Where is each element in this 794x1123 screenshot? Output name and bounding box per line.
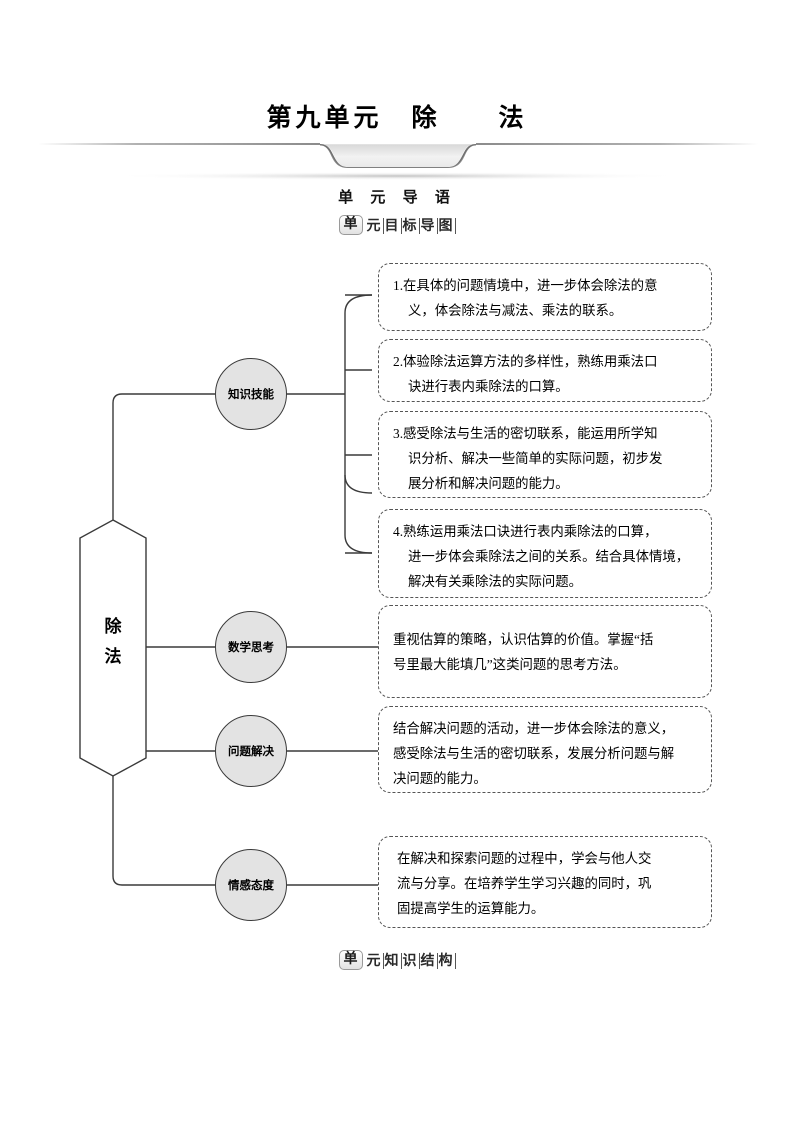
goal-box-3-line-3: 展分析和解决问题的能力。 [408, 476, 569, 491]
goal-box-7-line-1: 在解决和探索问题的过程中，学会与他人交 [397, 851, 652, 866]
tag-char: 知 [383, 953, 402, 969]
goal-box-5-line-1: 重视估算的策略，认识估算的价值。掌握“括 [393, 632, 654, 647]
branch-node-knowledge-skill[interactable]: 知识技能 [215, 358, 287, 430]
tag-char: 目 [383, 218, 402, 234]
goal-box-7-line-3: 固提高学生的运算能力。 [397, 901, 545, 916]
tag-char: 图 [437, 218, 456, 234]
goal-box-2: 2.体验除法运算方法的多样性，熟练用乘法口 诀进行表内乘除法的口算。 [378, 339, 712, 402]
branch-node-math-thinking[interactable]: 数学思考 [215, 611, 287, 683]
page-title: 第九单元 除 法 [266, 103, 528, 132]
goal-box-1: 1.在具体的问题情境中，进一步体会除法的意 义，体会除法与减法、乘法的联系。 [378, 263, 712, 331]
root-label-line-1: 除 [104, 617, 122, 637]
goal-box-7: 在解决和探索问题的过程中，学会与他人交 流与分享。在培养学生学习兴趣的同时，巩 … [378, 836, 712, 928]
goal-box-6-line-3: 决问题的能力。 [393, 771, 487, 786]
goal-box-6-line-2: 感受除法与生活的密切联系，发展分析问题与解 [393, 746, 675, 761]
tag-char: 元 [365, 218, 384, 234]
tag-unit-goal-map: 单 元目标导图 [0, 215, 794, 235]
tag-char: 识 [401, 953, 420, 969]
root-label-line-2: 法 [104, 647, 122, 667]
goal-box-6: 结合解决问题的活动，进一步体会除法的意义， 感受除法与生活的密切联系，发展分析问… [378, 706, 712, 793]
tag-char: 导 [419, 218, 438, 234]
goal-box-4-line-3: 解决有关乘除法的实际问题。 [408, 574, 583, 589]
goal-box-4-line-1: 4.熟练运用乘法口诀进行表内乘除法的口算， [393, 524, 658, 539]
branch-node-problem-solving[interactable]: 问题解决 [215, 715, 287, 787]
goal-box-3-line-2: 识分析、解决一些简单的实际问题，初步发 [408, 451, 663, 466]
decorative-ribbon [0, 140, 794, 190]
goal-box-3-line-1: 3.感受除法与生活的密切联系，能运用所学知 [393, 426, 658, 441]
tag-unit-knowledge-structure: 单 元知识结构 [0, 950, 794, 970]
goal-box-5: 重视估算的策略，认识估算的价值。掌握“括 号里最大能填几”这类问题的思考方法。 [378, 605, 712, 698]
goal-box-1-line-1: 1.在具体的问题情境中，进一步体会除法的意 [393, 278, 658, 293]
root-node-label: 除 法 [80, 612, 146, 672]
section-subtitle: 单 元 导 语 [338, 188, 456, 206]
goal-box-4: 4.熟练运用乘法口诀进行表内乘除法的口算， 进一步体会乘除法之间的关系。结合具体… [378, 509, 712, 598]
tag-rest-chars: 元目标导图 [365, 215, 456, 235]
branch-node-emotion-attitude[interactable]: 情感态度 [215, 849, 287, 921]
goal-box-1-line-2: 义，体会除法与减法、乘法的联系。 [408, 303, 623, 318]
tag-lead-char: 单 [338, 215, 363, 235]
goal-box-4-line-2: 进一步体会乘除法之间的关系。结合具体情境， [408, 549, 690, 564]
goal-box-3: 3.感受除法与生活的密切联系，能运用所学知 识分析、解决一些简单的实际问题，初步… [378, 411, 712, 498]
tag-char: 构 [437, 953, 456, 969]
tag-lead-char: 单 [338, 950, 363, 970]
goal-box-7-line-2: 流与分享。在培养学生学习兴趣的同时，巩 [397, 876, 652, 891]
goal-box-5-line-2: 号里最大能填几”这类问题的思考方法。 [393, 657, 627, 672]
tag-rest-chars: 元知识结构 [365, 950, 456, 970]
root-node-division: 除 法 [80, 520, 146, 776]
tag-char: 标 [401, 218, 420, 234]
tag-char: 元 [365, 953, 384, 969]
tag-char: 结 [419, 953, 438, 969]
goal-box-2-line-1: 2.体验除法运算方法的多样性，熟练用乘法口 [393, 354, 658, 369]
goal-box-6-line-1: 结合解决问题的活动，进一步体会除法的意义， [393, 721, 675, 736]
goal-box-2-line-2: 诀进行表内乘除法的口算。 [408, 379, 569, 394]
